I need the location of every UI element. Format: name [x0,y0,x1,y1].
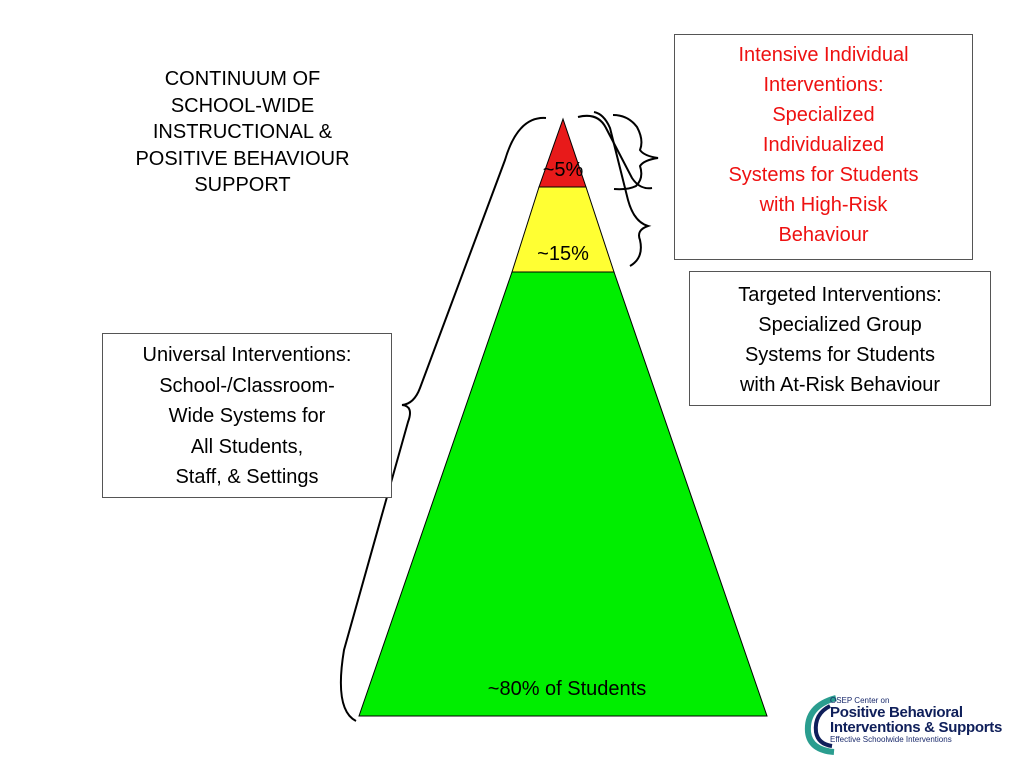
universal-brace [339,116,547,722]
targeted-interventions-box: Targeted Interventions: Specialized Grou… [689,271,991,406]
tier-top-label: ~5% [543,159,584,181]
logo-small-text: OSEP Center on [830,696,890,705]
tier-base-label: ~80% of Students [488,678,646,700]
tier-top [538,117,587,188]
intensive-brace [612,114,659,191]
intensive-bracket [577,114,653,190]
logo-line1: Positive Behavioral [830,704,963,721]
pbis-logo-swoosh-icon [804,695,837,755]
logo-sub-text: Effective Schoolwide Interventions [830,735,952,744]
logo-line2: Interventions & Supports [830,719,1002,736]
intensive-interventions-box: Intensive Individual Interventions: Spec… [674,34,973,260]
diagram-title: CONTINUUM OF SCHOOL-WIDE INSTRUCTIONAL &… [135,68,350,196]
pbis-logo: OSEP Center on Positive Behavioral Inter… [800,692,1020,758]
universal-interventions-box: Universal Interventions: School-/Classro… [102,333,392,498]
tier-middle-label: ~15% [537,243,589,265]
targeted-brace [593,111,652,267]
